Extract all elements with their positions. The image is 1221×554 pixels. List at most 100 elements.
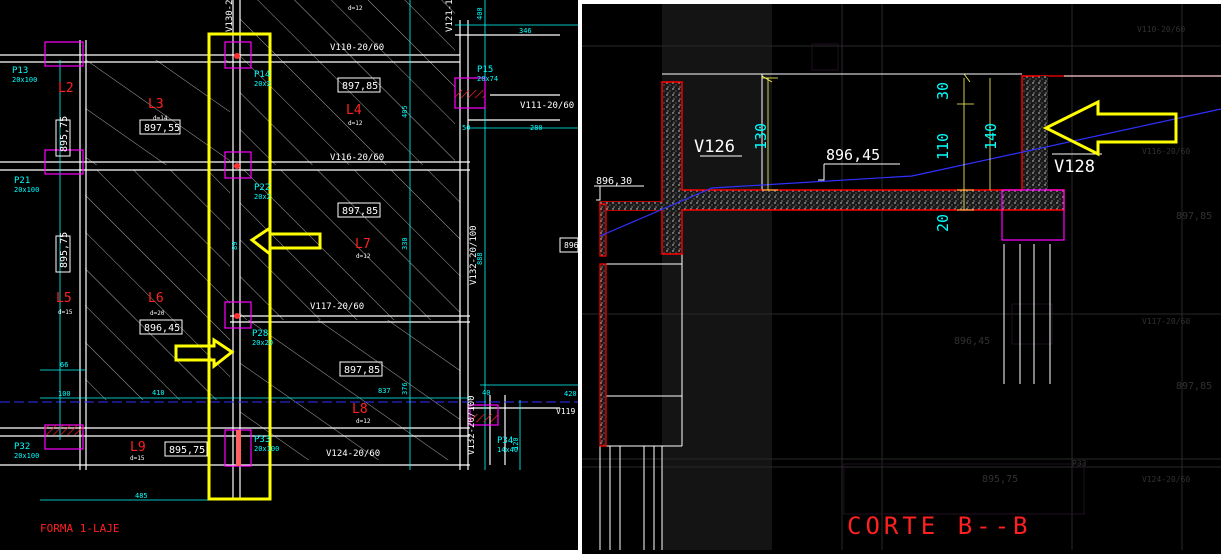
drawing-caption-plan: FORMA 1-LAJE bbox=[40, 522, 119, 535]
drawing-caption-section: CORTE B--B bbox=[847, 512, 1032, 540]
arrow-right-icon bbox=[174, 337, 235, 370]
plan-view-panel: V110-20/60 V116-20/60 V117-20/60 V124-20… bbox=[0, 0, 578, 550]
dim-120: 120 bbox=[512, 437, 520, 450]
slab-thickness-l6: d=20 bbox=[150, 310, 165, 317]
pillar-dim-p15: 20x74 bbox=[477, 75, 498, 83]
pillar-label-p28: P28 bbox=[252, 329, 268, 339]
dim-100: 100 bbox=[58, 390, 71, 398]
dim-50: 50 bbox=[462, 124, 470, 132]
arrow-left-icon bbox=[1042, 99, 1178, 157]
slab-label-l8: L8 bbox=[352, 402, 368, 417]
pillar-dim-p33: 20x100 bbox=[254, 445, 279, 453]
dim-110: 110 bbox=[934, 133, 952, 160]
level-label-e: 896,45 bbox=[144, 323, 180, 334]
plan-view-drawing: V110-20/60 V116-20/60 V117-20/60 V124-20… bbox=[0, 0, 578, 535]
slab-l4-hatch bbox=[240, 0, 455, 165]
slab-thickness-l4: d=12 bbox=[348, 120, 363, 127]
slab-label-l2: L2 bbox=[58, 81, 74, 96]
bg-text-v116: V116-20/60 bbox=[1142, 147, 1190, 156]
slab-label-l4: L4 bbox=[346, 103, 362, 118]
level-label-main: 896,45 bbox=[826, 146, 880, 164]
slab-l6-hatch bbox=[85, 170, 230, 400]
dim-376: 376 bbox=[401, 382, 409, 395]
dim-485: 485 bbox=[135, 492, 148, 500]
dim-405: 405 bbox=[401, 105, 409, 118]
level-label-f: 897,85 bbox=[344, 365, 380, 376]
beam-label-v132b: V132-20/100 bbox=[467, 395, 477, 455]
beam-label-v121: V121-1 bbox=[445, 0, 455, 32]
section-view-panel: V110-20/60 V116-20/60 V117-20/60 V124-20… bbox=[582, 4, 1221, 554]
dim-30: 30 bbox=[934, 82, 952, 100]
highlight-box bbox=[207, 32, 272, 501]
section-dimensions bbox=[761, 73, 991, 211]
pillar-dim-p13: 20x100 bbox=[12, 76, 37, 84]
beam-label-v126: V126 bbox=[694, 137, 735, 157]
bg-text-v110: V110-20/60 bbox=[1137, 25, 1185, 34]
pillar-dim-p21: 20x100 bbox=[14, 186, 39, 194]
slab-label-l7: L7 bbox=[355, 237, 371, 252]
beam-label-v124: V124-20/60 bbox=[326, 449, 380, 459]
dim-410: 410 bbox=[152, 389, 165, 397]
pillar-label-p22: P22 bbox=[254, 183, 270, 193]
pillar-dim-p34: 14x40 bbox=[497, 446, 518, 454]
pillar-label-p13: P13 bbox=[12, 66, 28, 76]
slab-label-l6: L6 bbox=[148, 291, 164, 306]
slab-thickness-l5: d=15 bbox=[58, 309, 73, 316]
arrow-left-icon bbox=[249, 225, 322, 258]
slab-label-l3: L3 bbox=[148, 97, 164, 112]
pillar-label-p21: P21 bbox=[14, 176, 30, 186]
pillar-dim-p32: 20x100 bbox=[14, 452, 39, 460]
slab-l8-hatch bbox=[240, 320, 460, 460]
slab-thickness-l3: d=14 bbox=[153, 115, 168, 122]
slab-thickness-l7: d=12 bbox=[356, 253, 371, 260]
pillar-dim-p28: 20x20 bbox=[252, 339, 273, 347]
slab-thickness-top: d=12 bbox=[348, 5, 363, 12]
dim-420: 420 bbox=[564, 390, 577, 398]
dim-837: 837 bbox=[378, 387, 391, 395]
bg-text-v124: V124-20/60 bbox=[1142, 475, 1190, 484]
dim-40: 40 bbox=[482, 389, 490, 397]
pillar-label-p33: P33 bbox=[254, 435, 270, 445]
level-boxes bbox=[55, 77, 383, 457]
slab-label-l9: L9 bbox=[130, 440, 146, 455]
beam-label-v110: V110-20/60 bbox=[330, 43, 384, 53]
pillar-dim-p14: 20x2 bbox=[254, 80, 271, 88]
bg-text-p33: P33 bbox=[1072, 459, 1087, 468]
bg-text-level-897b: 897,85 bbox=[1176, 381, 1212, 392]
pillar-label-p32: P32 bbox=[14, 442, 30, 452]
dim-888: 888 bbox=[476, 252, 484, 265]
slab-thickness-l9: d=15 bbox=[130, 455, 145, 462]
pillar-label-p15: P15 bbox=[477, 65, 493, 75]
dim-140: 140 bbox=[982, 123, 1000, 150]
beam-label-v116: V116-20/60 bbox=[330, 153, 384, 163]
slab-label-l5: L5 bbox=[56, 291, 72, 306]
beam-label-v130: V130-2 bbox=[225, 0, 235, 32]
concrete-section bbox=[599, 75, 1065, 255]
level-label-c: 897,85 bbox=[342, 206, 378, 217]
level-label-left: 896,30 bbox=[596, 176, 632, 187]
blue-level-line bbox=[599, 108, 1221, 237]
slab-l3-hatch bbox=[85, 60, 230, 165]
level-label-b: 897,55 bbox=[144, 123, 180, 134]
level-label-d: 895,75 bbox=[59, 116, 70, 152]
pillar-label-p34: P34 bbox=[497, 436, 513, 446]
beam-label-v119: V119 bbox=[556, 407, 575, 416]
dim-20: 20 bbox=[934, 214, 952, 232]
level-label-h: 895,75 bbox=[59, 232, 70, 268]
bg-text-level-897a: 897,85 bbox=[1176, 211, 1212, 222]
dim-66: 66 bbox=[60, 361, 68, 369]
slab-l7-hatch bbox=[240, 170, 460, 320]
bg-text-level-896: 896,45 bbox=[954, 336, 990, 347]
level-label-cut: 896 bbox=[564, 241, 578, 250]
beam-label-v128: V128 bbox=[1054, 157, 1095, 177]
pillar-dim-p22: 20x2 bbox=[254, 193, 271, 201]
dim-280: 280 bbox=[530, 124, 543, 132]
bg-text-level-895: 895,75 bbox=[982, 474, 1018, 485]
pillars bbox=[44, 41, 499, 467]
dim-346: 346 bbox=[519, 27, 532, 35]
level-label-g: 895,75 bbox=[169, 445, 205, 456]
dim-400: 400 bbox=[476, 7, 484, 20]
beam-label-v111: V111-20/60 bbox=[520, 101, 574, 111]
dim-89: 89 bbox=[231, 242, 239, 250]
level-label-a: 897,85 bbox=[342, 81, 378, 92]
